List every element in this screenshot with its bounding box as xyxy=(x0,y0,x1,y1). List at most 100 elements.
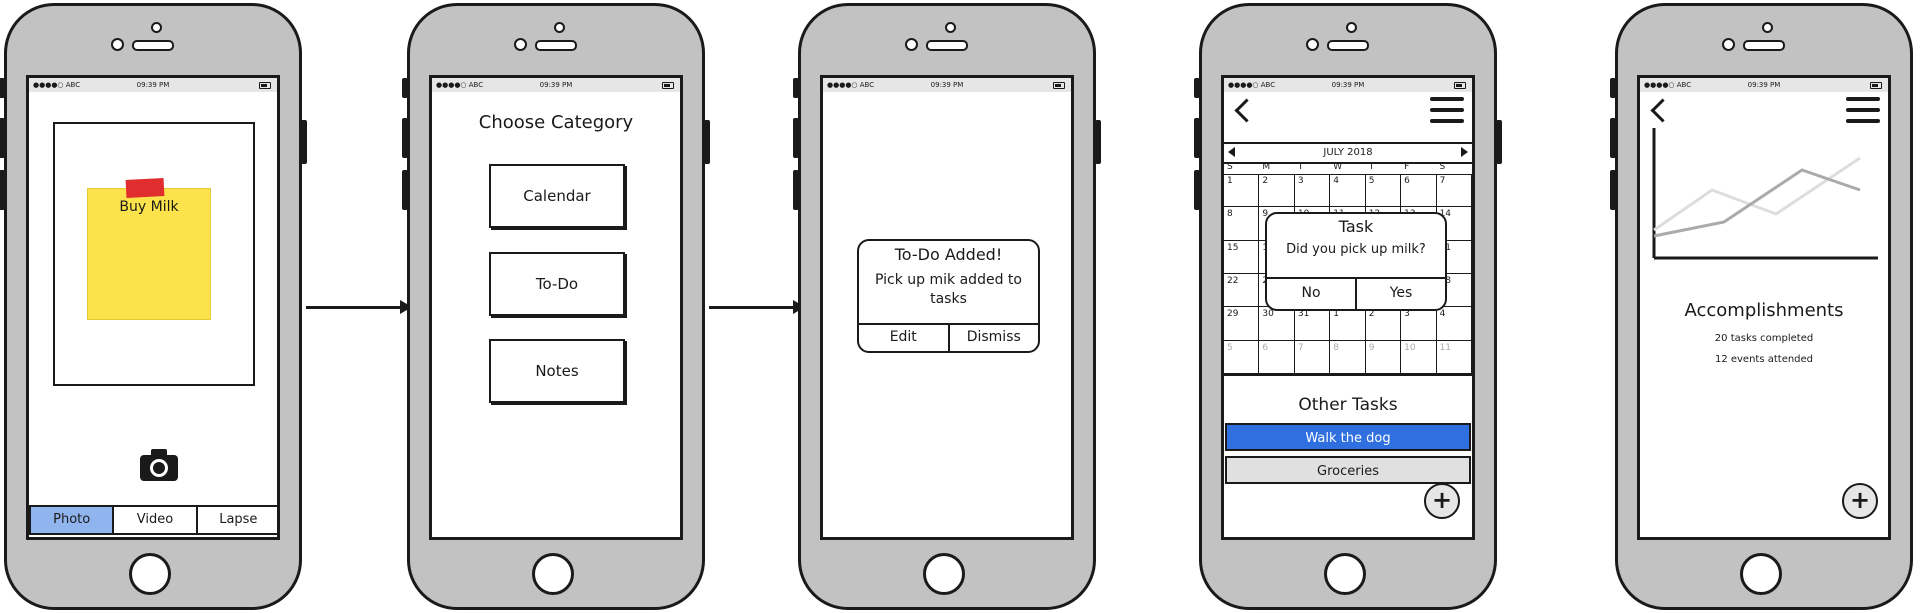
weekday-label: M xyxy=(1262,162,1271,172)
segment-video[interactable]: Video xyxy=(114,507,198,533)
calendar-day[interactable]: 15 xyxy=(1224,240,1260,274)
task-walk-the-dog[interactable]: Walk the dog xyxy=(1225,423,1471,451)
front-camera xyxy=(1762,22,1773,33)
calendar-day[interactable]: 14 xyxy=(1436,207,1472,241)
segment-photo[interactable]: Photo xyxy=(31,507,115,533)
speaker xyxy=(1327,40,1369,51)
front-camera xyxy=(554,22,565,33)
weekday-label: T xyxy=(1368,162,1375,172)
calendar-day[interactable]: 2 xyxy=(1259,174,1295,208)
calendar-day[interactable]: 6 xyxy=(1401,174,1437,208)
edit-button[interactable]: Edit xyxy=(859,325,950,351)
notes-button[interactable]: Notes xyxy=(489,339,625,403)
status-time: 09:39 PM xyxy=(136,81,170,89)
calendar-day[interactable]: 6 xyxy=(1259,340,1295,374)
calendar-day[interactable]: 3 xyxy=(1401,307,1437,341)
calendar-day[interactable]: 29 xyxy=(1224,307,1260,341)
home-button[interactable] xyxy=(1740,553,1782,595)
front-camera xyxy=(945,22,956,33)
calendar-day[interactable]: 5 xyxy=(1365,174,1402,208)
flow-arrow-1 xyxy=(306,306,402,309)
calendar-day[interactable]: 22 xyxy=(1224,273,1260,308)
other-tasks-title: Other Tasks xyxy=(1298,395,1398,415)
battery-icon xyxy=(1870,82,1882,89)
status-time: 09:39 PM xyxy=(1331,81,1365,89)
home-button[interactable] xyxy=(1324,553,1366,595)
next-month-icon[interactable] xyxy=(1461,147,1468,157)
status-carrier: ●●●●○ ABC xyxy=(1228,81,1276,89)
prev-month-icon[interactable] xyxy=(1228,147,1235,157)
calendar-button[interactable]: Calendar xyxy=(489,164,625,228)
status-bar: ●●●●○ ABC 09:39 PM xyxy=(432,78,680,92)
task-dialog: Task Did you pick up milk? No Yes xyxy=(1265,212,1447,311)
calendar-day[interactable]: 5 xyxy=(1224,340,1260,374)
calendar-month-header: JULY 2018 xyxy=(1224,142,1472,164)
side-button xyxy=(0,78,5,98)
home-button[interactable] xyxy=(923,553,965,595)
calendar-day[interactable]: 1 xyxy=(1330,307,1366,341)
sensor-dot xyxy=(111,38,124,51)
screen: ●●●●○ ABC 09:39 PM Choose Category Calen… xyxy=(429,75,683,540)
sticky-note: Buy Milk xyxy=(87,178,211,320)
side-button xyxy=(1610,170,1616,210)
speaker xyxy=(926,40,968,51)
power-button xyxy=(1095,120,1101,164)
back-arrow-icon[interactable] xyxy=(1234,98,1259,123)
sensor-dot xyxy=(1306,38,1319,51)
calendar-day[interactable]: 4 xyxy=(1436,307,1472,341)
add-button[interactable]: + xyxy=(1842,483,1878,519)
sticky-note-text: Buy Milk xyxy=(119,199,179,215)
calendar-day[interactable]: 9 xyxy=(1365,340,1402,374)
camera-icon[interactable] xyxy=(138,447,180,483)
status-bar: ●●●●○ ABC 09:39 PM xyxy=(823,78,1071,92)
sensor-dot xyxy=(905,38,918,51)
calendar-month: JULY 2018 xyxy=(1323,147,1373,158)
side-button xyxy=(1194,78,1200,98)
home-button[interactable] xyxy=(532,553,574,595)
side-button xyxy=(1610,78,1616,98)
tasks-completed-stat: 20 tasks completed xyxy=(1714,333,1814,344)
calendar-day[interactable]: 30 xyxy=(1259,307,1295,341)
screen: ●●●●○ ABC 09:39 PM Accomplishments 20 ta… xyxy=(1637,75,1891,540)
battery-icon xyxy=(259,82,271,89)
calendar-day[interactable]: 8 xyxy=(1224,207,1260,241)
home-button[interactable] xyxy=(129,553,171,595)
power-button xyxy=(1496,120,1502,164)
yes-button[interactable]: Yes xyxy=(1389,285,1413,301)
calendar-day[interactable]: 1 xyxy=(1224,174,1260,208)
dialog-title: Task xyxy=(1338,217,1374,236)
calendar-day[interactable]: 2 xyxy=(1365,307,1402,341)
dialog-title: To-Do Added! xyxy=(894,245,1003,264)
battery-icon xyxy=(1454,82,1466,89)
calendar-day[interactable]: 31 xyxy=(1294,307,1331,341)
menu-icon[interactable] xyxy=(1846,97,1880,127)
side-button xyxy=(402,170,408,210)
segment-lapse[interactable]: Lapse xyxy=(219,512,258,527)
menu-icon[interactable] xyxy=(1430,97,1464,127)
power-button xyxy=(704,120,710,164)
phone-camera-capture: ●●●●○ ABC 09:39 PM Buy Milk Photo Video … xyxy=(0,3,307,610)
calendar-day[interactable]: 8 xyxy=(1330,340,1366,374)
weekday-label: W xyxy=(1333,162,1343,172)
speaker xyxy=(1743,40,1785,51)
dismiss-button[interactable]: Dismiss xyxy=(966,329,1021,345)
no-button[interactable]: No xyxy=(1267,279,1357,309)
speaker xyxy=(535,40,577,51)
calendar-day[interactable]: 4 xyxy=(1330,174,1366,208)
todo-button[interactable]: To-Do xyxy=(489,252,625,316)
calendar-day[interactable]: 3 xyxy=(1294,174,1331,208)
calendar-day[interactable]: 10 xyxy=(1401,340,1437,374)
capture-mode-selector: Photo Video Lapse xyxy=(29,505,277,535)
progress-chart xyxy=(1652,128,1878,260)
task-groceries[interactable]: Groceries xyxy=(1225,456,1471,484)
calendar-day[interactable]: 7 xyxy=(1294,340,1331,374)
calendar-day[interactable]: 7 xyxy=(1436,174,1472,208)
chart-line-dark xyxy=(1653,168,1861,238)
status-carrier: ●●●●○ ABC xyxy=(33,81,81,89)
calendar-day[interactable]: 11 xyxy=(1436,340,1472,374)
weekday-label: S xyxy=(1227,162,1233,172)
add-task-button[interactable]: + xyxy=(1424,483,1460,519)
